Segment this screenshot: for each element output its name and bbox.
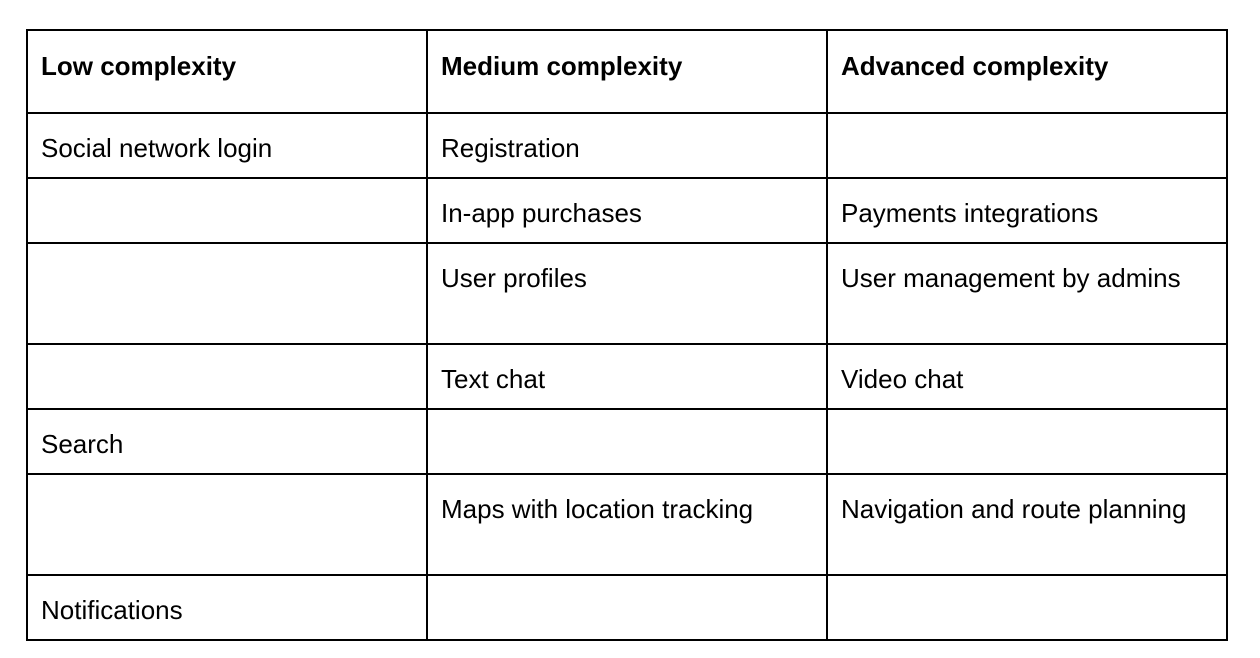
cell-medium: Maps with location tracking xyxy=(426,473,828,576)
cell-medium xyxy=(426,574,828,641)
cell-advanced xyxy=(826,112,1228,179)
cell-low xyxy=(26,343,428,410)
cell-advanced: Navigation and route planning xyxy=(826,473,1228,576)
cell-advanced: User management by admins xyxy=(826,242,1228,345)
cell-low: Social network login xyxy=(26,112,428,179)
cell-low: Search xyxy=(26,408,428,475)
table-row: Maps with location tracking Navigation a… xyxy=(26,473,1228,576)
cell-medium: In-app purchases xyxy=(426,177,828,244)
cell-medium xyxy=(426,408,828,475)
header-medium-complexity: Medium complexity xyxy=(426,29,828,114)
table-row: In-app purchases Payments integrations xyxy=(26,177,1228,244)
cell-low xyxy=(26,473,428,576)
cell-advanced: Video chat xyxy=(826,343,1228,410)
cell-advanced: Payments integrations xyxy=(826,177,1228,244)
header-row: Low complexity Medium complexity Advance… xyxy=(26,29,1228,114)
table-row: Social network login Registration xyxy=(26,112,1228,179)
table-row: User profiles User management by admins xyxy=(26,242,1228,345)
cell-medium: Registration xyxy=(426,112,828,179)
table-row: Search xyxy=(26,408,1228,475)
table-body: Social network login Registration In-app… xyxy=(26,112,1228,641)
cell-low: Notifications xyxy=(26,574,428,641)
cell-advanced xyxy=(826,574,1228,641)
complexity-table: Low complexity Medium complexity Advance… xyxy=(26,29,1228,641)
header-advanced-complexity: Advanced complexity xyxy=(826,29,1228,114)
cell-medium: User profiles xyxy=(426,242,828,345)
cell-advanced xyxy=(826,408,1228,475)
header-low-complexity: Low complexity xyxy=(26,29,428,114)
cell-medium: Text chat xyxy=(426,343,828,410)
table-row: Notifications xyxy=(26,574,1228,641)
cell-low xyxy=(26,177,428,244)
table-row: Text chat Video chat xyxy=(26,343,1228,410)
cell-low xyxy=(26,242,428,345)
table-header: Low complexity Medium complexity Advance… xyxy=(26,29,1228,114)
